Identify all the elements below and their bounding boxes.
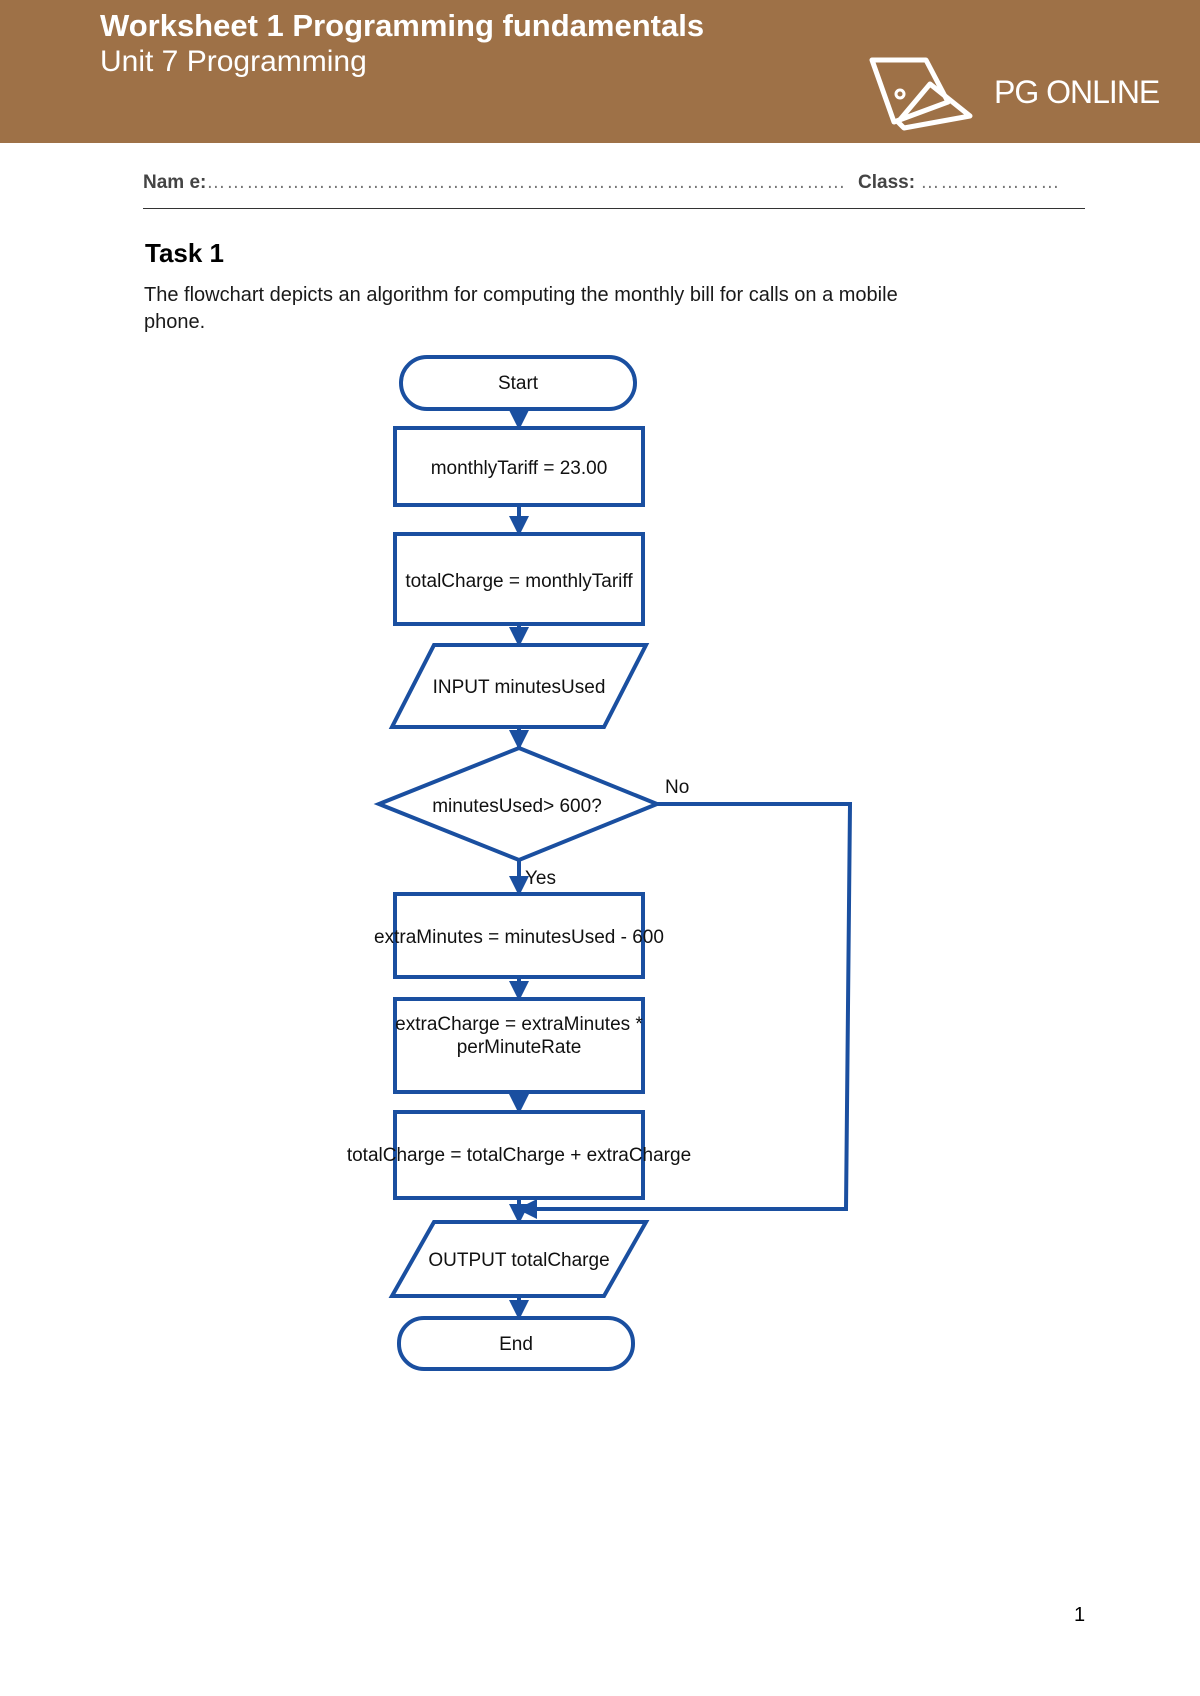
class-label: Class:: [858, 172, 916, 193]
input-parallelogram: [388, 643, 650, 729]
input-text: INPUT minutesUsed: [433, 677, 606, 698]
extra-minutes-box: [393, 892, 645, 979]
extra-charge-text-1: extraCharge = extraMinutes *: [395, 1014, 643, 1035]
name-dots: ……………………………………………………………………………………: [206, 172, 847, 193]
task-description: The flowchart depicts an algorithm for c…: [144, 284, 898, 333]
logo-text: PG ONLINE: [994, 74, 1159, 110]
add-extra-box: [393, 1110, 645, 1200]
page-number: 1: [1074, 1604, 1086, 1626]
tariff-process-box: [393, 426, 645, 507]
class-field[interactable]: Class: …………………: [858, 172, 1060, 194]
output-parallelogram: [388, 1220, 650, 1298]
name-field[interactable]: Nam e:……………………………………………………………………………………: [143, 172, 846, 194]
end-text: End: [499, 1334, 533, 1355]
worksheet-title: Worksheet 1 Programming fundamentals: [100, 8, 705, 43]
pg-online-logo: PG ONLINE: [869, 57, 1160, 131]
laptop-icon: [869, 57, 973, 131]
no-label: No: [665, 777, 689, 798]
yes-label: Yes: [525, 868, 556, 889]
extra-minutes-text: extraMinutes = minutesUsed - 600: [374, 927, 664, 948]
add-extra-text: totalCharge = totalCharge + extraCharge: [347, 1145, 691, 1166]
name-label: Nam e:: [143, 172, 207, 193]
header-banner: Worksheet 1 Programming fundamentals Uni…: [0, 0, 1200, 143]
task-heading: Task 1: [145, 238, 225, 268]
flowchart: Start monthlyTariff = 23.00 totalCharge …: [347, 355, 853, 1371]
no-branch-connector: [517, 802, 853, 1219]
tariff-text: monthlyTariff = 23.00: [431, 458, 608, 479]
decision-text: minutesUsed> 600?: [432, 796, 602, 817]
class-dots: …………………: [920, 172, 1061, 193]
extra-charge-box: [393, 997, 645, 1094]
extra-charge-text-2: perMinuteRate: [457, 1037, 582, 1058]
unit-subtitle: Unit 7 Programming: [100, 45, 367, 78]
start-text: Start: [498, 373, 539, 394]
total-text: totalCharge = monthlyTariff: [405, 571, 633, 592]
output-text: OUTPUT totalCharge: [428, 1250, 609, 1271]
student-details-row: Nam e:…………………………………………………………………………………… C…: [143, 172, 1085, 209]
